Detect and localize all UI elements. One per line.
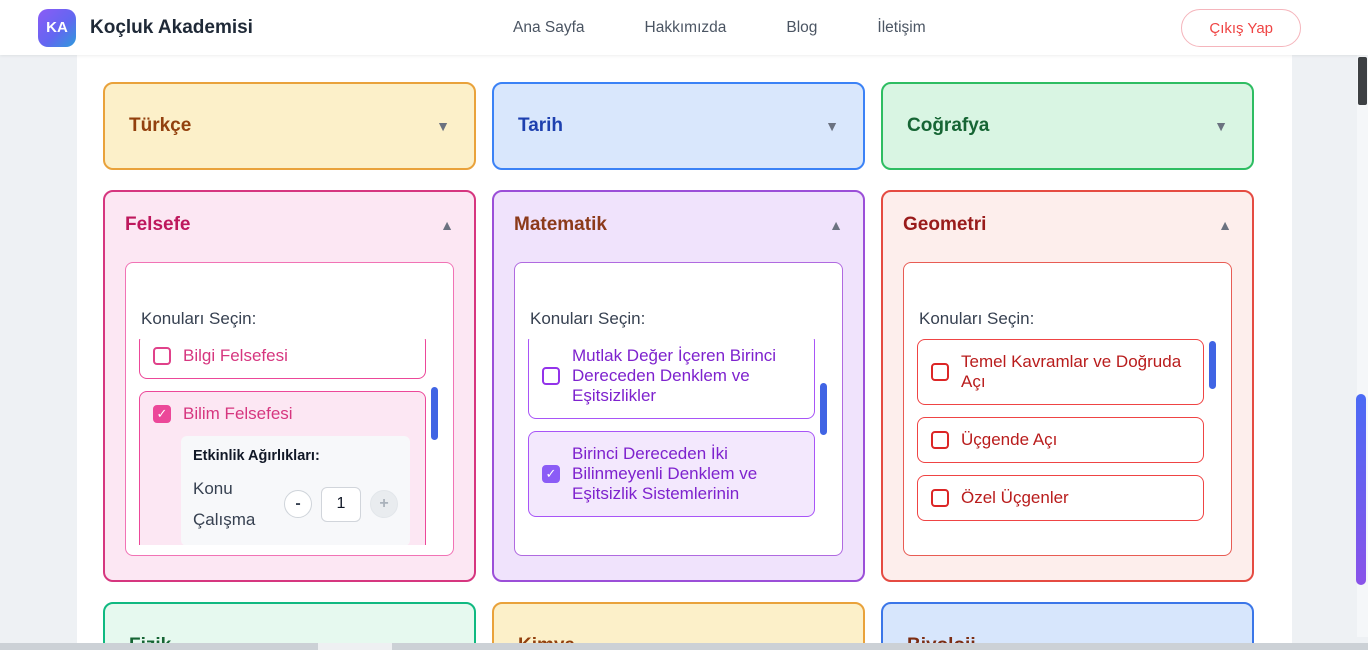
list-scrollbar-thumb[interactable] — [431, 387, 438, 440]
checkbox-unchecked[interactable] — [931, 363, 949, 381]
logo-text: KA — [46, 19, 68, 36]
nav-home[interactable]: Ana Sayfa — [513, 18, 585, 36]
subject-card-cografya[interactable]: Coğrafya ▼ — [881, 82, 1254, 170]
topic-label: Mutlak Değer İçeren Birinci Dereceden De… — [572, 346, 777, 405]
topic-label: Özel Üçgenler — [961, 488, 1069, 507]
topics-panel: Konuları Seçin: Temel Kavramlar ve Doğru… — [903, 262, 1232, 556]
weight-value-input[interactable] — [321, 486, 361, 522]
nav-contact[interactable]: İletişim — [877, 18, 926, 36]
main-nav: Ana Sayfa Hakkımızda Blog İletişim — [513, 19, 926, 37]
card-header[interactable]: Tarih ▼ — [518, 84, 839, 168]
weight-row: Konu Çalışma - + — [193, 473, 398, 536]
topic-item-mutlak-deger[interactable]: Mutlak Değer İçeren Birinci Dereceden De… — [528, 339, 815, 419]
chevron-up-icon[interactable]: ▲ — [1218, 217, 1232, 233]
horizontal-scrollbar-track[interactable] — [0, 643, 1368, 650]
topic-item-temel-kavramlar[interactable]: Temel Kavramlar ve Doğruda Açı — [917, 339, 1204, 405]
topic-scroll: Temel Kavramlar ve Doğruda Açı Üçgende A… — [917, 339, 1218, 521]
card-header[interactable]: Biyoloji ▼ — [907, 604, 1228, 644]
checkbox-unchecked[interactable] — [931, 489, 949, 507]
topic-scroll: Bilgi Felsefesi ✓ Bilim Felsefesi Etkinl… — [139, 339, 440, 545]
topic-label: Temel Kavramlar ve Doğruda Açı — [961, 352, 1182, 391]
topic-item-bilgi-felsefesi[interactable]: Bilgi Felsefesi — [139, 339, 426, 379]
chevron-down-icon[interactable]: ▼ — [825, 638, 839, 644]
subject-title: Türkçe — [129, 115, 192, 136]
card-header[interactable]: Felsefe ▲ — [125, 214, 454, 236]
chevron-down-icon[interactable]: ▼ — [1214, 638, 1228, 644]
topic-list[interactable]: Mutlak Değer İçeren Birinci Dereceden De… — [528, 339, 829, 545]
chevron-down-icon[interactable]: ▼ — [1214, 118, 1228, 134]
subject-title: Geometri — [903, 214, 987, 235]
topic-label: Bilim Felsefesi — [183, 404, 293, 423]
subject-card-kimya[interactable]: Kimya ▼ — [492, 602, 865, 644]
logout-button[interactable]: Çıkış Yap — [1181, 9, 1301, 47]
weight-label: Konu Çalışma — [193, 479, 256, 530]
topic-item-bilim-felsefesi[interactable]: ✓ Bilim Felsefesi Etkinlik Ağırlıkları: … — [139, 391, 426, 545]
topic-label: Üçgende Açı — [961, 430, 1058, 449]
topic-label: Birinci Dereceden İki Bilinmeyenli Denkl… — [572, 444, 758, 503]
nav-about[interactable]: Hakkımızda — [644, 18, 727, 36]
card-header[interactable]: Fizik ▼ — [129, 604, 450, 644]
chevron-down-icon[interactable]: ▼ — [436, 118, 450, 134]
card-header[interactable]: Türkçe ▼ — [129, 84, 450, 168]
subject-card-biyoloji[interactable]: Biyoloji ▼ — [881, 602, 1254, 644]
select-topics-label: Konuları Seçin: — [141, 309, 257, 328]
chevron-down-icon[interactable]: ▼ — [436, 638, 450, 644]
topic-item-ucgende-aci[interactable]: Üçgende Açı — [917, 417, 1204, 463]
app-title: Koçluk Akademisi — [90, 16, 253, 38]
card-header[interactable]: Kimya ▼ — [518, 604, 839, 644]
subject-title: Felsefe — [125, 214, 191, 235]
app-logo-icon: KA — [38, 8, 76, 47]
card-header[interactable]: Geometri ▲ — [903, 214, 1232, 236]
list-scrollbar-thumb[interactable] — [820, 383, 827, 435]
subject-card-turkce[interactable]: Türkçe ▼ — [103, 82, 476, 170]
topics-panel: Konuları Seçin: Bilgi Felsefesi ✓ — [125, 262, 454, 556]
activity-weights-panel: Etkinlik Ağırlıkları: Konu Çalışma - + — [181, 436, 410, 545]
quantity-stepper: - + — [284, 486, 398, 522]
select-topics-label: Konuları Seçin: — [919, 309, 1035, 328]
topic-item-ozel-ucgenler[interactable]: Özel Üçgenler — [917, 475, 1204, 521]
decrease-button[interactable]: - — [284, 490, 312, 519]
subject-title: Tarih — [518, 115, 564, 136]
chevron-up-icon[interactable]: ▲ — [440, 217, 454, 233]
subject-grid: Türkçe ▼ Tarih ▼ Coğrafya ▼ Felsefe ▲ Ko… — [103, 82, 1266, 644]
page-scrollbar-thumb[interactable] — [1356, 394, 1366, 585]
increase-button[interactable]: + — [370, 490, 398, 519]
subject-title: Coğrafya — [907, 115, 990, 136]
list-scrollbar-thumb[interactable] — [1209, 341, 1216, 389]
subject-card-matematik: Matematik ▲ Konuları Seçin: Mutlak Değer… — [492, 190, 865, 582]
page-scrollbar-track[interactable] — [1357, 55, 1368, 637]
checkbox-unchecked[interactable] — [153, 347, 171, 365]
content-area: Türkçe ▼ Tarih ▼ Coğrafya ▼ Felsefe ▲ Ko… — [77, 55, 1292, 644]
topic-list[interactable]: Temel Kavramlar ve Doğruda Açı Üçgende A… — [917, 339, 1218, 545]
select-topics-label: Konuları Seçin: — [530, 309, 646, 328]
horizontal-scrollbar-thumb[interactable] — [318, 643, 392, 650]
subject-card-geometri: Geometri ▲ Konuları Seçin: Temel Kavraml… — [881, 190, 1254, 582]
subject-title: Biyoloji — [907, 635, 976, 644]
checkbox-unchecked[interactable] — [931, 431, 949, 449]
subject-card-felsefe: Felsefe ▲ Konuları Seçin: Bilgi Felsefes… — [103, 190, 476, 582]
nav-blog[interactable]: Blog — [786, 18, 818, 36]
checkbox-checked[interactable]: ✓ — [153, 405, 171, 423]
card-header[interactable]: Matematik ▲ — [514, 214, 843, 236]
subject-card-fizik[interactable]: Fizik ▼ — [103, 602, 476, 644]
card-header[interactable]: Coğrafya ▼ — [907, 84, 1228, 168]
checkbox-unchecked[interactable] — [542, 367, 560, 385]
browser-scrollbar-thumb[interactable] — [1358, 57, 1367, 105]
subject-title: Fizik — [129, 635, 171, 644]
chevron-up-icon[interactable]: ▲ — [829, 217, 843, 233]
topic-item-birinci-dereceden[interactable]: ✓ Birinci Dereceden İki Bilinmeyenli Den… — [528, 431, 815, 517]
topic-list[interactable]: Bilgi Felsefesi ✓ Bilim Felsefesi Etkinl… — [139, 339, 440, 545]
weights-title: Etkinlik Ağırlıkları: — [193, 448, 320, 464]
topic-scroll: Mutlak Değer İçeren Birinci Dereceden De… — [528, 339, 829, 517]
chevron-down-icon[interactable]: ▼ — [825, 118, 839, 134]
subject-card-tarih[interactable]: Tarih ▼ — [492, 82, 865, 170]
checkbox-checked[interactable]: ✓ — [542, 465, 560, 483]
subject-title: Matematik — [514, 214, 607, 235]
topics-panel: Konuları Seçin: Mutlak Değer İçeren Biri… — [514, 262, 843, 556]
subject-title: Kimya — [518, 635, 575, 644]
topic-label: Bilgi Felsefesi — [183, 346, 288, 365]
app-header: KA Koçluk Akademisi Ana Sayfa Hakkımızda… — [0, 0, 1368, 55]
